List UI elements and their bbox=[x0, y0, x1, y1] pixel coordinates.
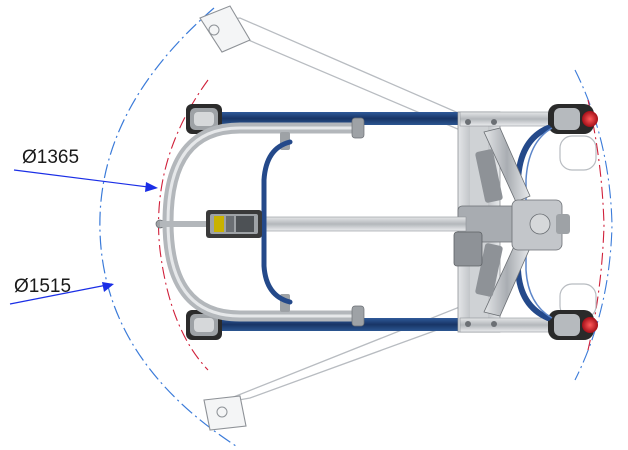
outer-diameter-arc bbox=[99, 7, 237, 447]
actuator-top bbox=[475, 127, 531, 203]
sling-hanger bbox=[261, 139, 293, 305]
right-inner-arc bbox=[587, 99, 605, 351]
mast-head bbox=[453, 199, 570, 267]
lifting-boom bbox=[235, 216, 467, 232]
inner-diameter-dimension: Ø1365 bbox=[13, 147, 158, 192]
inner-diameter-arc bbox=[157, 79, 209, 371]
spread-leg-outline-top bbox=[199, 5, 472, 131]
top-leg-bar bbox=[212, 112, 462, 125]
rear-caster-bottom bbox=[548, 310, 598, 340]
front-caster-bottom bbox=[186, 310, 222, 340]
inner-diameter-label: Ø1365 bbox=[22, 147, 79, 168]
rear-caster-top bbox=[548, 104, 598, 134]
outer-diameter-dimension: Ø1515 bbox=[9, 276, 114, 305]
outer-diameter-label: Ø1515 bbox=[14, 276, 71, 297]
scale-unit bbox=[155, 210, 262, 238]
